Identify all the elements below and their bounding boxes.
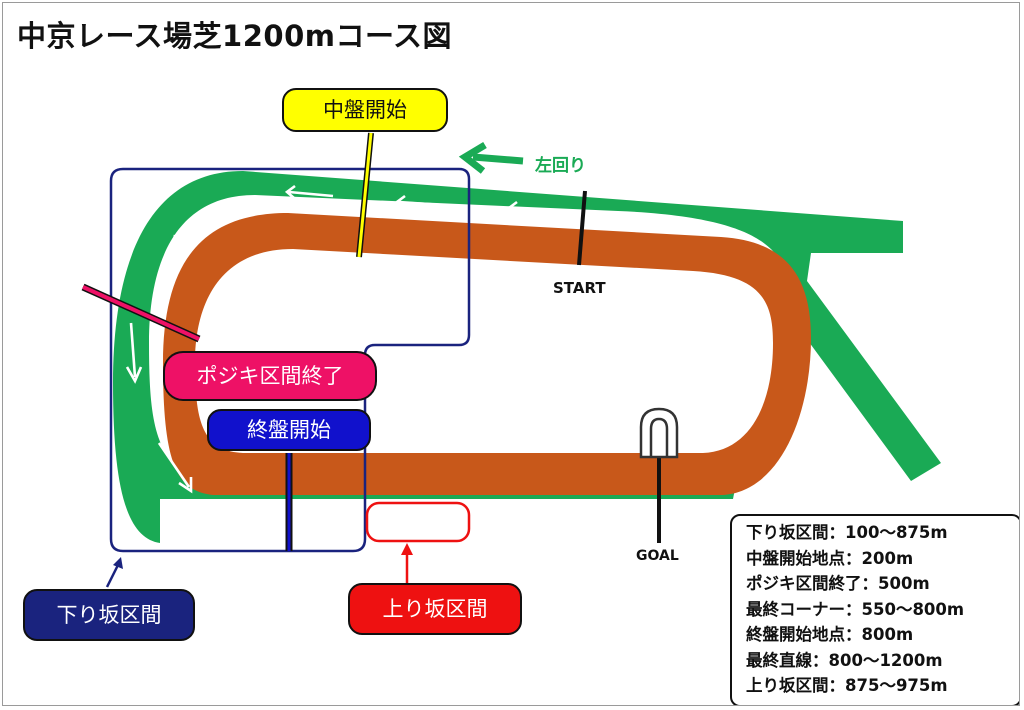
turf-arrow-8 — [413, 512, 476, 530]
uphill-label: 上り坂区間 — [348, 583, 522, 635]
downhill-label: 下り坂区間 — [23, 589, 195, 641]
mid-start-marker-line-inner — [357, 132, 373, 258]
goal-label: GOAL — [636, 548, 679, 564]
goal-post-icon — [639, 407, 679, 459]
legend-line: ポジキ区間終了：500m — [746, 574, 930, 593]
final-start-label: 終盤開始 — [207, 409, 371, 451]
pojiki-end-label: ポジキ区間終了 — [163, 351, 377, 401]
page-title: 中京レース場芝1200mコース図 — [17, 19, 453, 53]
legend-box: 下り坂区間：100〜875m 中盤開始地点：200m ポジキ区間終了：500m … — [730, 514, 1019, 705]
mid-start-label: 中盤開始 — [282, 88, 448, 132]
start-label: START — [553, 279, 606, 297]
legend-line: 終盤開始地点：800m — [746, 625, 914, 644]
turf-arrow-4 — [171, 206, 220, 249]
uphill-pointer-arrow — [401, 543, 413, 583]
turf-arrow-6 — [157, 442, 193, 494]
downhill-zone-outline — [109, 167, 471, 553]
legend-line: 最終直線：800〜1200m — [746, 650, 943, 670]
dirt-track — [163, 213, 811, 495]
legend-line: 上り坂区間：875〜975m — [746, 676, 948, 695]
turf-arrows — [125, 184, 628, 530]
legend-line: 最終コーナー：550〜800m — [746, 599, 965, 619]
downhill-pointer-arrow — [105, 557, 123, 588]
turf-arrow-9 — [561, 512, 628, 530]
turf-arrow-5 — [125, 322, 143, 384]
left-arrow-icon — [458, 141, 524, 174]
legend-line: 下り坂区間：100〜875m — [746, 523, 948, 542]
direction-label: 左回り — [535, 155, 586, 176]
pojiki-marker-line-inner — [82, 285, 200, 341]
turf-arrow-1 — [506, 200, 564, 215]
uphill-zone-outline — [365, 501, 471, 543]
turf-arrow-2 — [394, 194, 444, 209]
turf-arrow-3 — [284, 184, 334, 199]
start-marker-line — [577, 190, 587, 266]
legend-line: 中盤開始地点：200m — [746, 548, 914, 568]
